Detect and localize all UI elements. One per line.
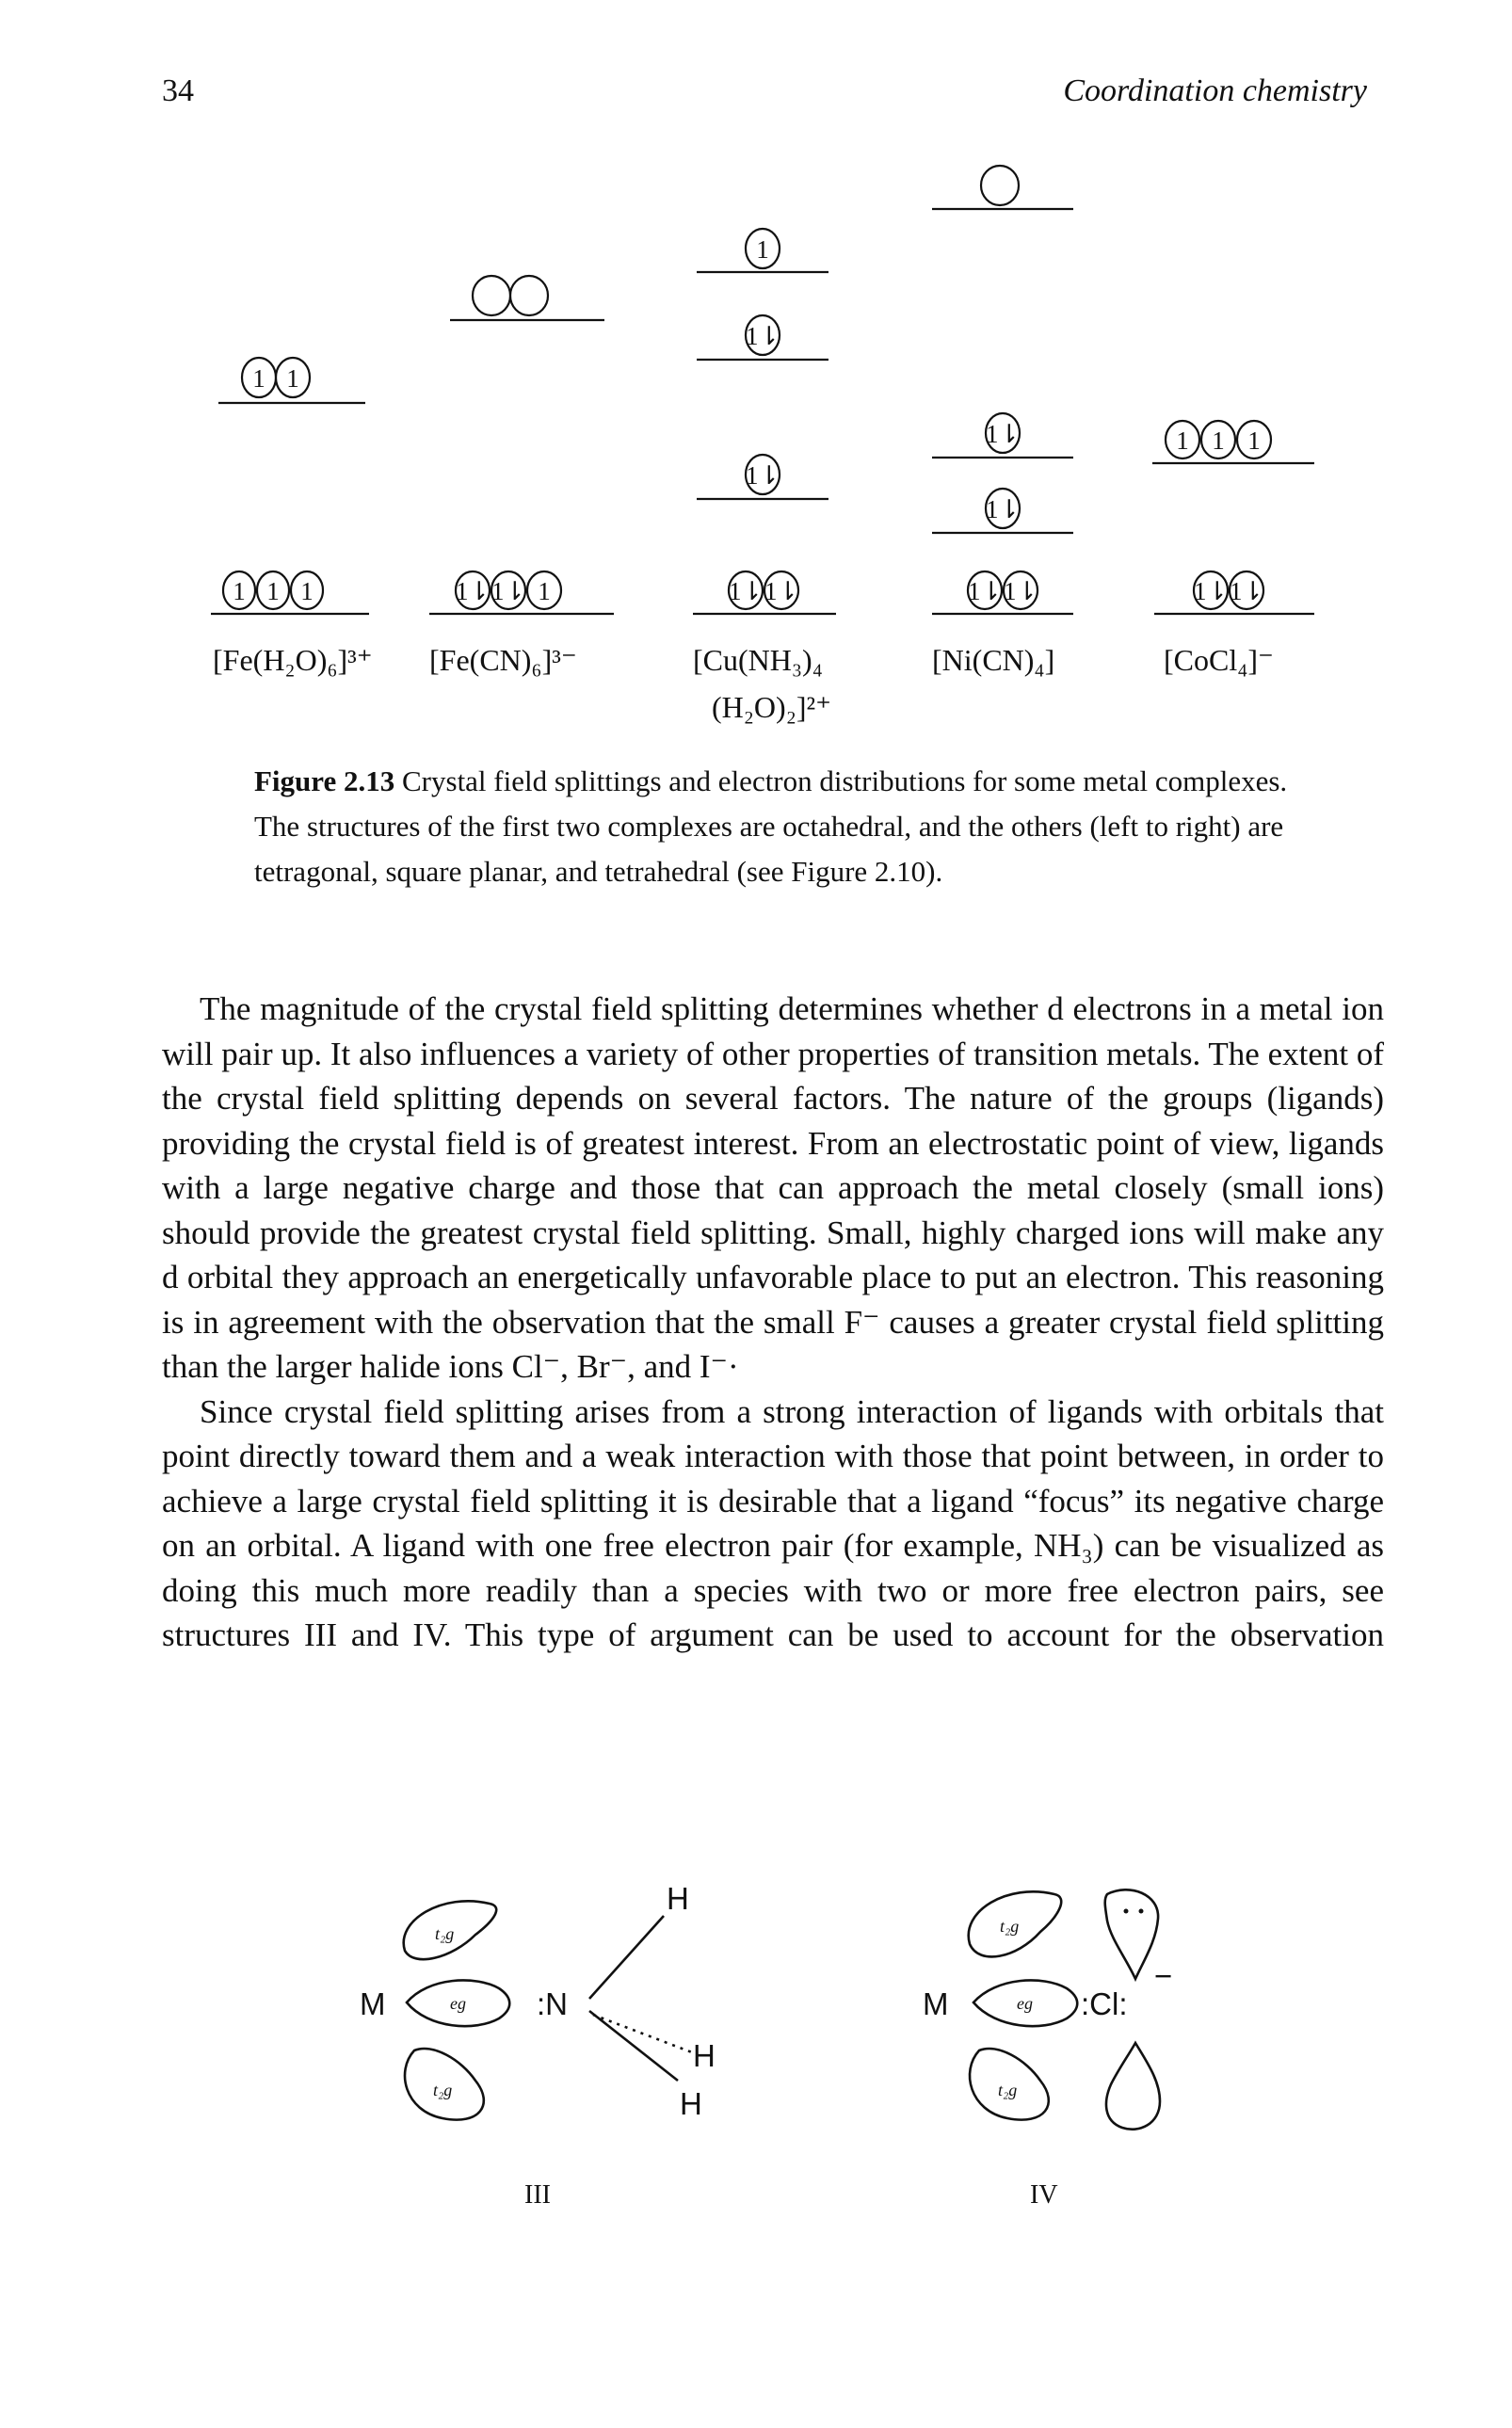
lone-pair-bottom-IV <box>1104 2040 1162 2131</box>
svg-text:1⇂: 1⇂ <box>1004 577 1037 605</box>
ligand-Cl: :Cl: <box>1081 1986 1128 2021</box>
ligand-N: :N <box>537 1986 568 2021</box>
svg-text:1: 1 <box>252 364 265 393</box>
svg-text:1: 1 <box>1212 426 1225 455</box>
crystal-field-figure: 1 1 1 1 1 1⇂ 1⇂ 1 1 <box>211 164 1314 724</box>
orbital-label-t2g-bot-III: t₂g <box>433 2081 452 2099</box>
bond-NH-dashed <box>592 2013 693 2054</box>
svg-text:1: 1 <box>286 364 299 393</box>
caption-number: Figure 2.13 <box>254 764 395 797</box>
level-c3-third: 1⇂ <box>697 453 828 501</box>
svg-text:1: 1 <box>233 577 246 605</box>
metal-IV: M <box>923 1986 949 2021</box>
electron-dot <box>1138 1908 1144 1914</box>
orbital-eg-IV <box>972 1979 1079 2028</box>
electron-dot <box>1123 1908 1129 1914</box>
orbital-t2g-bot-IV <box>968 2047 1051 2121</box>
orbital-t2g-bot-III <box>403 2047 486 2121</box>
level-c4-top <box>932 164 1073 211</box>
structure-IV <box>967 1889 1162 2131</box>
orbital-t2g-top-IV <box>967 1890 1063 1958</box>
svg-text:1: 1 <box>538 577 551 605</box>
level-c1-upper: 1 1 <box>218 356 365 405</box>
chloride-charge: − <box>1154 1958 1172 1993</box>
complex-label-2: [Fe(CN)₆]³⁻ <box>429 643 577 677</box>
orbital-eg-III <box>405 1979 511 2028</box>
hydrogen-1: H <box>667 1881 689 1916</box>
svg-text:1: 1 <box>1176 426 1189 455</box>
structure-III <box>402 1900 693 2121</box>
svg-text:1⇂: 1⇂ <box>986 420 1020 448</box>
orbital-t2g-top-III <box>402 1900 498 1961</box>
level-c4-third: 1⇂ <box>932 487 1073 535</box>
orbital-label-eg-IV: eg <box>1017 1994 1033 2013</box>
orbital-label-eg-III: eg <box>450 1994 466 2013</box>
svg-text:1⇂: 1⇂ <box>764 577 798 605</box>
bond-NH-top <box>588 1915 665 2000</box>
svg-text:1⇂: 1⇂ <box>1230 577 1263 605</box>
level-c1-lower: 1 1 1 <box>211 570 369 616</box>
svg-text:1⇂: 1⇂ <box>986 495 1020 523</box>
svg-text:1⇂: 1⇂ <box>746 461 780 490</box>
level-c2-upper <box>450 274 604 322</box>
lone-pair-top-IV <box>1103 1889 1160 1983</box>
level-c4-second: 1⇂ <box>932 411 1073 459</box>
svg-text:1⇂: 1⇂ <box>746 322 780 350</box>
svg-text:1⇂: 1⇂ <box>491 577 525 605</box>
svg-text:1⇂: 1⇂ <box>1194 577 1228 605</box>
level-c2-lower: 1⇂ 1⇂ 1 <box>429 570 614 616</box>
svg-text:1⇂: 1⇂ <box>729 577 763 605</box>
structure-label-IV: IV <box>1030 2180 1058 2210</box>
complex-label-5: [CoCl₄]⁻ <box>1164 643 1274 677</box>
svg-text:1⇂: 1⇂ <box>968 577 1002 605</box>
hydrogen-2: H <box>693 2038 716 2073</box>
level-c3-lower: 1⇂ 1⇂ <box>693 570 836 616</box>
hydrogen-3: H <box>680 2086 702 2121</box>
orbital-label-t2g-bot-IV: t₂g <box>998 2081 1017 2099</box>
complex-label-4: [Ni(CN)₄] <box>932 643 1054 677</box>
paragraph-1: The magnitude of the crystal field split… <box>162 990 1384 1385</box>
bond-NH-bottom <box>588 2009 679 2082</box>
paragraph-2: Since crystal field splitting arises fro… <box>162 1392 1384 1654</box>
svg-text:1: 1 <box>300 577 314 605</box>
caption-text: Crystal field splittings and electron di… <box>254 764 1288 888</box>
structure-label-III: III <box>524 2180 551 2210</box>
level-c5-upper: 1 1 1 <box>1152 419 1314 465</box>
running-title: Coordination chemistry <box>1063 73 1367 108</box>
level-c5-lower: 1⇂ 1⇂ <box>1154 570 1314 616</box>
metal-III: M <box>360 1986 386 2021</box>
body-text: The magnitude of the crystal field split… <box>162 987 1384 1658</box>
svg-text:1⇂: 1⇂ <box>456 577 490 605</box>
orbital-label-t2g-top-III: t₂g <box>435 1924 454 1943</box>
complex-label-3: [Cu(NH₃)₄ <box>693 643 823 677</box>
complex-label-3b: (H₂O)₂]²⁺ <box>712 690 831 724</box>
level-c4-lower: 1⇂ 1⇂ <box>932 570 1073 616</box>
svg-text:1: 1 <box>1247 426 1261 455</box>
level-c3-second: 1⇂ <box>697 314 828 362</box>
level-c3-top: 1 <box>697 227 828 274</box>
orbital-label-t2g-top-IV: t₂g <box>1000 1917 1019 1936</box>
svg-text:1: 1 <box>756 235 769 264</box>
svg-text:1: 1 <box>266 577 280 605</box>
figure-caption: Figure 2.13 Crystal field splittings and… <box>254 759 1299 894</box>
complex-label-1: [Fe(H₂O)₆]³⁺ <box>213 643 373 677</box>
page-number: 34 <box>162 73 194 108</box>
